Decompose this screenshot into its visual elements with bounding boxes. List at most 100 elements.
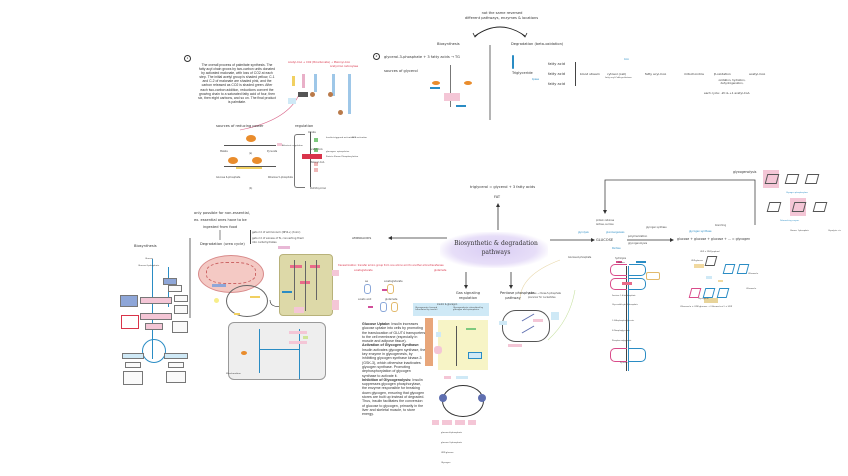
top-note-line1: not the same reversed [481,11,523,15]
pentose-cycle [499,310,550,342]
reg-insulin: Insulin-triggered activation [326,137,355,139]
tg-deg-fatty-acid-3: fatty acid [548,82,566,86]
lipase-squiggle [512,55,514,69]
glycogen-pink-highlight-2 [790,198,806,216]
section-number-1: 1 [184,55,191,62]
reg-malonyl-coa: Malonyl-CoA [310,161,325,164]
aa-bio-3pg-box [140,297,172,304]
6pgd-blob [252,157,262,164]
tg-deg-blood: blood stream [580,72,600,76]
tg-deg-acetyl: acetyl-CoA [749,72,766,76]
gas-cascade-g1p: glucose-1-phosphate [441,442,462,444]
glycolysis-pyruvate: Pyruvate [620,362,628,364]
fa-acp-3 [338,110,343,115]
tg-deg-mito: mitochondria [684,72,704,76]
gas-orange-bar [425,318,433,366]
tg-reaction: glycerol-3-phosphate + 3 fatty acids → T… [384,55,460,59]
fa-enzyme-block [298,92,308,97]
urea-cell-axis-3 [299,329,300,379]
glucose-ring-6 [812,202,828,212]
gly-enzyme-1 [432,81,440,85]
rp-pyruvate: Pyruvate [267,150,278,153]
malic-enzyme-blob [246,135,256,142]
branching-label: branching [715,224,726,227]
glycolysis-hexokinase-tag [616,261,622,263]
hydrolysis-label: hydrolysis [615,257,627,260]
aa-bio-g6p: Glucose 6-phosphate [138,265,160,267]
glycogen-phosphorylase-label: Glycogen phosphorylase [786,192,809,194]
glucose-label: GLUCOSE [596,238,614,242]
aa-bio-pyruvate-box [145,323,163,330]
reg-feedback-loop [294,134,305,188]
glycogenesis-ring-2 [722,264,736,274]
reg-axis [310,132,311,187]
urea-blue-tag [212,284,226,287]
gas-para-bold-2: Activation of Glycogen Synthase: [362,343,420,348]
gas-legend-right: Glycogenolysis: stimulated by glucagon a… [453,307,484,311]
tg-deg-each-cycle: each cycle: -2C & +1 acetyl-CoA [704,91,750,95]
aa-fig-amino-group-1 [382,289,387,291]
gas-heading-line1: Gas signaling [455,291,481,295]
gas-legend-left: Glycogenesis: favored (stimulated by ins… [415,307,438,311]
aa-bio-akg-box [164,353,188,359]
reg-inhibitor-1 [314,162,318,166]
aa-bio-r5p-box [163,278,177,285]
cat-axis-2 [294,260,295,300]
glycogenesis-ring-1 [704,256,718,266]
glycogenesis-yellow-tag [718,280,723,282]
fa-chain-4 [332,74,335,96]
gas-glucagon-tag [456,376,468,379]
reg-glucagon: glucagon, epinephrine [326,151,350,153]
urea-label-mito: Mitochondrion [226,373,241,375]
gas-bottom-pink-3 [455,420,465,425]
cat-pink-box [294,307,304,313]
tg-deg-fatty-acyl: fatty acyl-CoA [645,72,667,76]
gas-receptor [436,332,441,337]
glycolysis-g3p: Glyceraldehyde 3-phosphate [612,304,638,306]
glycolysis-f16bp: Fructose 1,6-bisphosphate [612,295,636,297]
pentose-output-tag [508,344,522,347]
glycolysis-bypass-3 [610,348,627,362]
gas-cascade-udp: UDP-glucose [441,452,454,454]
aa-bio-histidine-box [168,285,182,292]
tg-deg-cytosol: cytosol (cell) [607,72,627,76]
glycolysis-yellow-note [646,272,660,280]
glycogenesis-diagram [688,252,760,312]
aa-fig-molecule-2 [387,284,394,294]
cat-blue-1 [282,291,292,293]
reg-activator-1 [314,138,318,142]
tg-deg-beta: β-oxidation [714,72,731,76]
urea-pink-tag [289,331,307,334]
urea-cell-axis-2 [259,349,299,350]
center-title-line2: pathways [481,249,511,256]
aa-fig-akg: α-ketoglutarate [384,280,403,283]
glycolysis-diagram: Glucose Fructose 1,6-bisphosphate Glycer… [592,261,662,374]
aa-deg-pink-tag [278,246,290,249]
urea-cycle-circle [226,285,268,317]
rp-a: (a) [249,152,253,155]
aa-bio-pep-box [140,313,172,320]
aa-bio-glucose: Glucose [145,258,153,260]
glucose1p-label: Glucose 1-phosphate [790,230,810,232]
gluconeo-bypass-3 [629,348,646,362]
urea-yellow-dot [214,298,219,303]
gas-para-block-2: Activation of Glycogen Synthase: Insulin… [362,343,426,377]
udp-pyrophos-label: UDP + 2Pi(Pyrophos) [700,251,720,253]
glycogenin-tag [704,298,718,303]
aa-fig-aa: aa [365,280,368,283]
glycolysis-axis [626,266,627,371]
glycogenin-label: Glycogenin [698,298,709,300]
gluconeo-g6pase-tag [636,261,646,263]
fa-paragraph: The overall process of palmitate synthes… [198,63,276,104]
top-arc-arrowhead-right [521,32,528,38]
gas-enzyme-1 [439,394,447,402]
tg-degradation-heading: Degradation (beta-oxidation) [511,42,564,46]
aa-fig-molecule-3 [380,302,387,312]
glucose-ring-2 [784,174,800,184]
gas-enzyme-2 [478,394,486,402]
aa-bio-asparagine-box [123,371,143,385]
section-number-2: 2 [373,53,380,60]
fa-regulation-heading: regulation [295,124,314,128]
reg-acetyl-coa: Acetyl-CoA [310,148,323,151]
gas-paragraph: Glucose Uptake: Insulin increases glucos… [362,322,426,417]
